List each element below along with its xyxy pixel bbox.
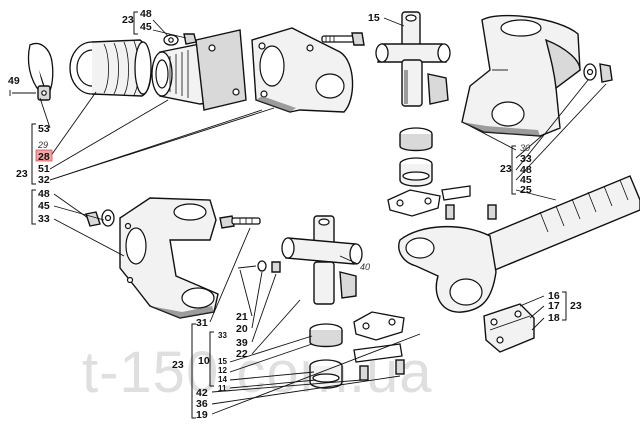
callout-16: 16	[548, 290, 560, 302]
callout-21: 21	[236, 311, 248, 323]
callout-33-right: 33	[520, 153, 532, 165]
callout-49: 49	[8, 75, 20, 87]
callout-23-top: 23	[122, 14, 134, 26]
callout-12: 12	[218, 366, 227, 375]
universal-joint-cross-bottom-part	[281, 215, 363, 305]
splined-shaft-part	[398, 175, 640, 313]
bolt-top-part	[321, 32, 365, 46]
hose-clamp-part	[9, 42, 54, 101]
lock-plate-top-part	[387, 185, 497, 220]
callout-48-left: 48	[38, 188, 50, 200]
callout-23-left: 23	[16, 168, 28, 180]
flange-yoke-bottom-part	[119, 197, 219, 319]
callout-45-top: 45	[140, 21, 152, 33]
callout-17: 17	[548, 300, 560, 312]
leader-lines	[39, 17, 607, 415]
callout-28-highlight	[35, 149, 53, 162]
washer-nut-right-part	[583, 63, 613, 83]
callout-23-right: 23	[500, 163, 512, 175]
callout-23-bottom-left: 23	[172, 359, 184, 371]
callout-40: 40	[360, 262, 370, 272]
callout-45-right: 45	[520, 174, 532, 186]
callout-31: 31	[196, 317, 208, 329]
callout-10: 10	[198, 355, 210, 367]
callout-33-small: 33	[218, 331, 227, 340]
callout-45-left: 45	[38, 200, 50, 212]
yoke-housing-right-part	[461, 14, 581, 137]
callout-29: 29	[37, 140, 48, 150]
callout-18: 18	[548, 312, 560, 324]
group-brackets	[31, 11, 567, 419]
callout-48-right: 48	[520, 164, 532, 176]
callout-32: 32	[38, 174, 50, 186]
flange-yoke-top-part	[251, 27, 354, 113]
universal-joint-cross-top-part	[375, 11, 451, 107]
callout-42: 42	[196, 387, 208, 399]
callout-23-bottom-right: 23	[570, 300, 582, 312]
callout-30: 30	[520, 143, 530, 153]
callout-25: 25	[520, 184, 532, 196]
callout-11: 11	[218, 384, 227, 393]
nut-left-part	[85, 209, 115, 227]
bearing-cap-stack-top-part	[399, 127, 433, 187]
callout-14: 14	[218, 375, 227, 384]
bolt-middle-part	[219, 215, 261, 229]
lock-plate-bottom-part	[353, 311, 405, 381]
grease-fittings-part	[237, 260, 281, 273]
callout-19: 19	[196, 409, 208, 421]
rubber-boot-part	[69, 39, 152, 97]
callout-20: 20	[236, 323, 248, 335]
callout-15: 15	[368, 12, 380, 24]
bolt-nut-top-part	[152, 19, 197, 46]
callout-15-small: 15	[218, 357, 227, 366]
callout-48-top: 48	[140, 8, 152, 20]
callout-22: 22	[236, 348, 248, 360]
callout-39: 39	[236, 337, 248, 349]
callout-33-left: 33	[38, 213, 50, 225]
callout-51: 51	[38, 163, 50, 175]
callout-28: 28	[38, 151, 50, 163]
callout-53: 53	[38, 123, 50, 135]
cover-plate-right-part	[483, 303, 535, 353]
callout-labels: 23 48 45 15 49 53 29 28 51 32 23 48 45 3…	[8, 8, 582, 421]
callout-36: 36	[196, 398, 208, 410]
splined-sleeve-part	[151, 29, 247, 111]
